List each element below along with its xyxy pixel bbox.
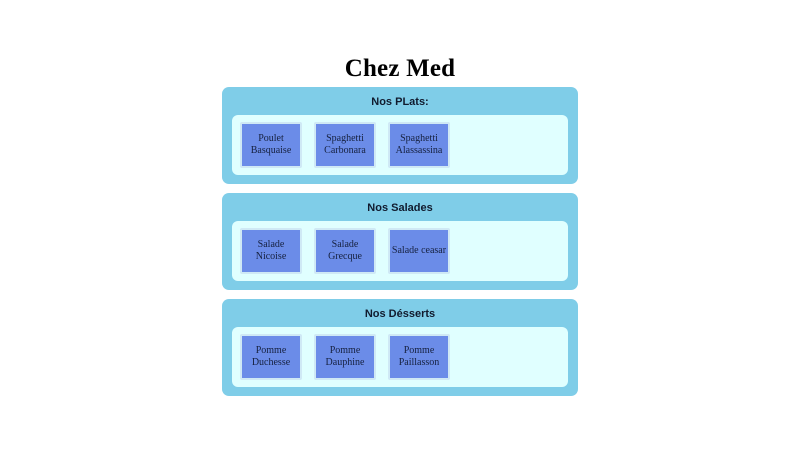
menu-item-card[interactable]: Pomme Dauphine xyxy=(314,334,376,380)
section-heading-plats: Nos PLats: xyxy=(371,96,429,108)
menu-item-card[interactable]: Spaghetti Alassassina xyxy=(388,122,450,168)
menu-section-plats: Nos PLats: Poulet Basquaise Spaghetti Ca… xyxy=(222,87,578,184)
section-heading-desserts: Nos Désserts xyxy=(364,308,436,320)
page-title: Chez Med xyxy=(344,55,456,82)
section-heading-salades: Nos Salades xyxy=(367,202,433,214)
menu-item-card[interactable]: Poulet Basquaise xyxy=(240,122,302,168)
menu-section-desserts: Nos Désserts Pomme Duchesse Pomme Dauphi… xyxy=(222,299,578,396)
items-panel-plats: Poulet Basquaise Spaghetti Carbonara Spa… xyxy=(232,115,568,175)
menu-item-card[interactable]: Salade ceasar xyxy=(388,228,450,274)
menu-container: Nos PLats: Poulet Basquaise Spaghetti Ca… xyxy=(222,87,578,396)
menu-item-card[interactable]: Pomme Paillasson xyxy=(388,334,450,380)
menu-item-card[interactable]: Salade Grecque xyxy=(314,228,376,274)
menu-section-salades: Nos Salades Salade Nicoise Salade Grecqu… xyxy=(222,193,578,290)
items-panel-salades: Salade Nicoise Salade Grecque Salade cea… xyxy=(232,221,568,281)
menu-item-card[interactable]: Salade Nicoise xyxy=(240,228,302,274)
items-panel-desserts: Pomme Duchesse Pomme Dauphine Pomme Pail… xyxy=(232,327,568,387)
menu-item-card[interactable]: Pomme Duchesse xyxy=(240,334,302,380)
menu-item-card[interactable]: Spaghetti Carbonara xyxy=(314,122,376,168)
